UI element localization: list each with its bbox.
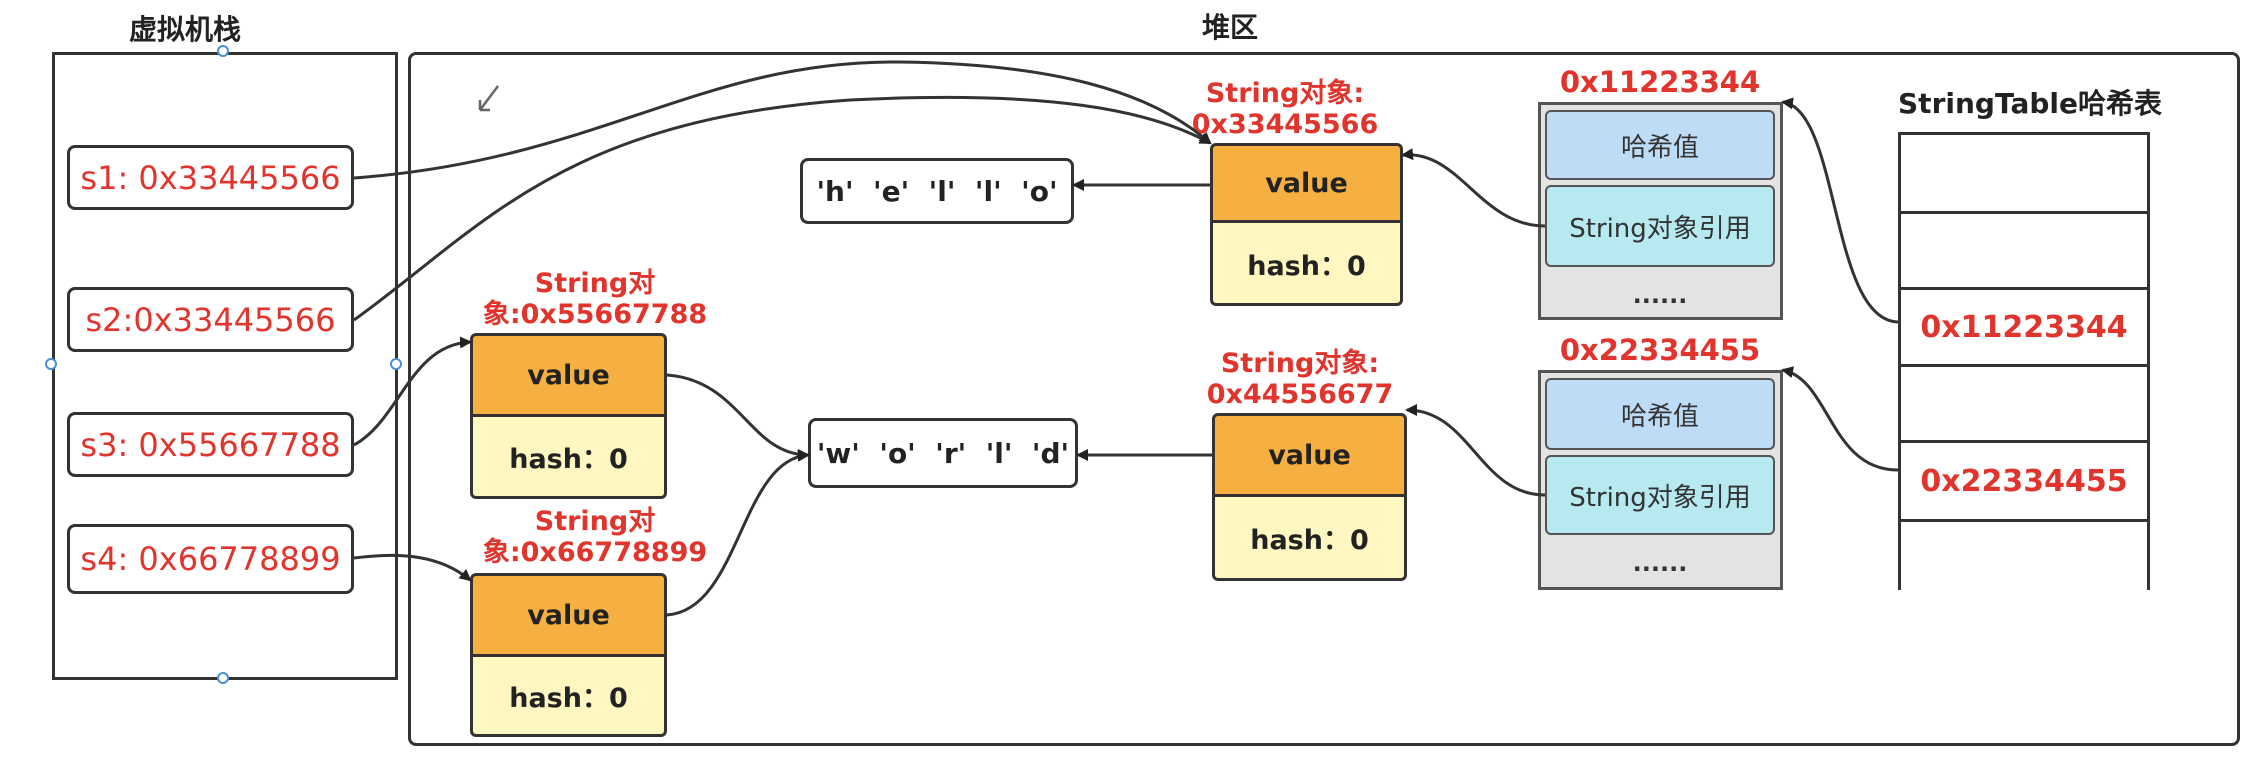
string-table-cell[interactable]: 0x22334455 (1901, 443, 2147, 522)
entry-address-2: 0x22334455 (1559, 333, 1761, 367)
stack-title: 虚拟机栈 (128, 13, 241, 46)
arrow-entry2-to-obj4 (1405, 404, 1546, 497)
object-label-0x66778899: String对象:0x66778899 (482, 506, 708, 568)
object-label-0x55667788: String对象:0x55667788 (482, 268, 708, 330)
arrow-obj2-to-world (666, 373, 810, 461)
object-hash-field[interactable]: hash：0 (470, 657, 667, 737)
string-table-cell[interactable] (1901, 367, 2147, 443)
object-label-0x44556677: String对象:0x44556677 (1206, 348, 1394, 410)
string-table-title: StringTable哈希表 (1898, 87, 2162, 120)
resize-handle-top[interactable] (217, 45, 229, 57)
string-table[interactable]: 0x11223344 0x22334455 (1898, 132, 2150, 596)
char-array-hello[interactable]: 'h' 'e' 'l' 'l' 'o' (800, 158, 1074, 224)
object-hash-field[interactable]: hash：0 (470, 417, 667, 499)
resize-handle-bottom[interactable] (217, 672, 229, 684)
string-table-cell[interactable]: 0x11223344 (1901, 290, 2147, 367)
object-value-field[interactable]: value (470, 573, 667, 657)
heap-title: 堆区 (1201, 11, 1258, 44)
arrow-table-to-entry1 (1781, 97, 1899, 324)
arrow-entry1-to-obj1 (1401, 148, 1546, 228)
stack-var-s1[interactable]: s1: 0x33445566 (67, 145, 354, 210)
resize-handle-right[interactable] (390, 358, 402, 370)
arrow-s2-to-obj1 (353, 95, 1212, 322)
entry-address-1: 0x11223344 (1559, 65, 1761, 99)
object-value-field[interactable]: value (470, 333, 667, 417)
arrow-obj3-to-world (666, 449, 810, 617)
arrow-s4-to-obj3 (353, 553, 472, 582)
entry-more: ...... (1632, 281, 1688, 309)
string-table-cell[interactable] (1901, 214, 2147, 290)
arrow-table-to-entry2 (1781, 366, 1899, 472)
resize-handle-left[interactable] (45, 358, 57, 370)
object-hash-field[interactable]: hash：0 (1210, 223, 1403, 306)
object-value-field[interactable]: value (1212, 413, 1407, 497)
string-table-cell[interactable] (1901, 135, 2147, 214)
entry-string-ref[interactable]: String对象引用 (1545, 455, 1775, 535)
arrow-s3-to-obj2 (353, 336, 472, 447)
entry-hash-value[interactable]: 哈希值 (1545, 110, 1775, 180)
string-table-cell[interactable] (1901, 522, 2147, 596)
object-value-field[interactable]: value (1210, 143, 1403, 223)
cursor-icon (478, 85, 499, 112)
object-hash-field[interactable]: hash：0 (1212, 497, 1407, 581)
entry-hash-value[interactable]: 哈希值 (1545, 378, 1775, 450)
stack-var-s4[interactable]: s4: 0x66778899 (67, 524, 354, 594)
object-label-0x33445566: String对象:0x33445566 (1191, 78, 1379, 140)
entry-string-ref[interactable]: String对象引用 (1545, 185, 1775, 267)
entry-more: ...... (1632, 549, 1688, 577)
stack-var-s3[interactable]: s3: 0x55667788 (67, 412, 354, 477)
stack-var-s2[interactable]: s2:0x33445566 (67, 287, 354, 352)
arrow-s1-to-obj1 (353, 60, 1212, 180)
